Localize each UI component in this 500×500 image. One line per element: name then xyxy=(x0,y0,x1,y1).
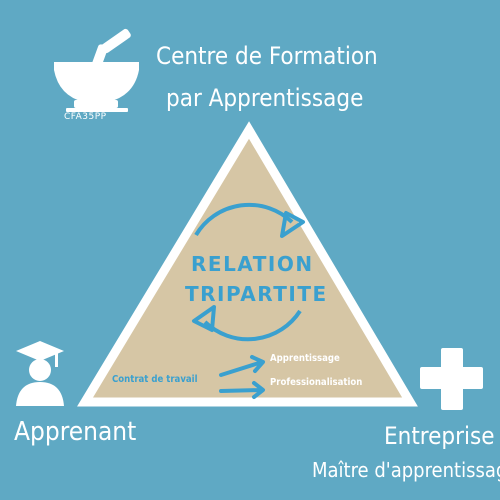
logo-text: CFA35PP xyxy=(64,112,107,122)
tripartite-title: TRIPARTITE xyxy=(185,282,328,306)
contract-label: Contrat de travail xyxy=(112,374,198,385)
apprenant-label: Apprenant xyxy=(14,417,137,447)
mortar-pestle-icon xyxy=(54,28,139,112)
entreprise-label: Entreprise xyxy=(384,422,495,450)
graduate-icon xyxy=(16,341,64,406)
centre-title-line1: Centre de Formation xyxy=(156,42,378,70)
maitre-label: Maître d'apprentissage xyxy=(312,458,500,482)
outcome-apprentissage: Apprentissage xyxy=(270,353,340,364)
outcome-professionalisation: Professionalisation xyxy=(270,377,363,388)
cross-icon xyxy=(420,348,483,410)
contract-arrows-icon xyxy=(219,355,265,399)
cycle-arrows-icon xyxy=(192,202,305,342)
tripartite-triangle xyxy=(77,121,418,407)
relation-title: RELATION xyxy=(191,252,314,276)
centre-title-line2: par Apprentissage xyxy=(166,84,364,112)
